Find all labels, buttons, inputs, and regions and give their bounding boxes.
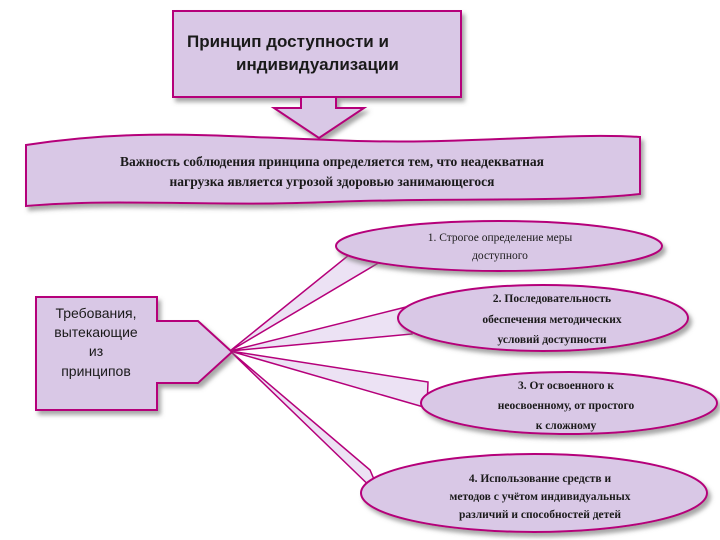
oval-2-line-3: условий доступности xyxy=(497,334,606,346)
oval-1-line-1: 1. Строгое определение меры xyxy=(428,232,573,244)
oval-1-line-2: доступного xyxy=(472,250,528,262)
requirements-arrow: Требования, вытекающие из принципов xyxy=(35,296,234,411)
oval-3-line-1: 3. От освоенного к xyxy=(518,380,614,392)
requirements-line-4: принципов xyxy=(61,363,131,379)
oval-4-line-2: методов с учётом индивидуальных xyxy=(450,491,631,503)
title-line-1: Принцип доступности и xyxy=(187,32,389,51)
requirements-line-1: Требования, xyxy=(55,305,136,321)
title-line-2: индивидуализации xyxy=(236,55,399,74)
oval-2: 2. Последовательность обеспечения методи… xyxy=(397,284,689,352)
oval-2-line-2: обеспечения методических xyxy=(482,314,621,326)
requirements-line-2: вытекающие xyxy=(54,324,138,340)
title-box: Принцип доступности и индивидуализации xyxy=(172,10,462,98)
oval-3-line-2: неосвоенному, от простого xyxy=(498,400,635,412)
oval-3-line-3: к сложному xyxy=(536,420,597,432)
oval-2-line-1: 2. Последовательность xyxy=(493,293,611,305)
banner-line-2: нагрузка является угрозой здоровью заним… xyxy=(170,174,495,189)
oval-4: 4. Использование средств и методов с учё… xyxy=(360,453,708,533)
connector-rays xyxy=(229,236,429,499)
oval-4-line-1: 4. Использование средств и xyxy=(469,473,612,485)
importance-banner: Важность соблюдения принципа определяетс… xyxy=(25,133,641,208)
oval-4-line-3: различий и способностей детей xyxy=(459,509,621,521)
oval-1: 1. Строгое определение меры доступного xyxy=(335,220,663,272)
oval-3: 3. От освоенного к неосвоенному, от прос… xyxy=(420,371,718,435)
banner-line-1: Важность соблюдения принципа определяетс… xyxy=(120,154,544,169)
down-arrow xyxy=(270,96,368,140)
requirements-line-3: из xyxy=(89,343,103,359)
